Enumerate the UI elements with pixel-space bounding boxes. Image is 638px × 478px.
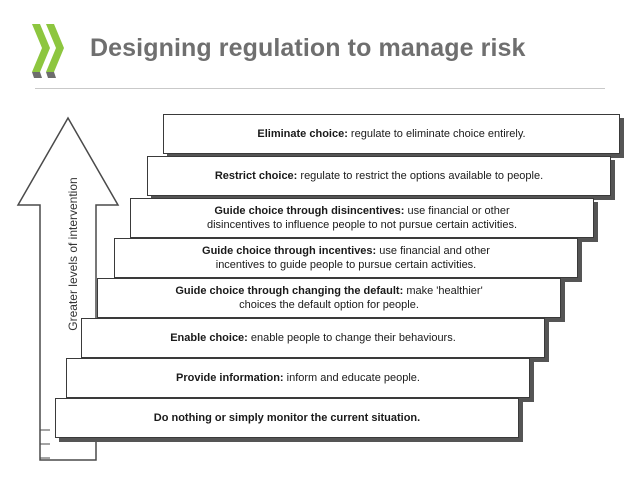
step-eliminate-choice: Eliminate choice: regulate to eliminate …	[163, 114, 620, 154]
title-divider	[35, 88, 605, 89]
oecd-logo-icon	[32, 24, 64, 78]
step-do-nothing: Do nothing or simply monitor the current…	[55, 398, 519, 438]
axis-label: Greater levels of intervention	[66, 177, 80, 331]
step-enable-choice: Enable choice: enable people to change t…	[81, 318, 545, 358]
page-title: Designing regulation to manage risk	[90, 34, 526, 62]
step-disincentives: Guide choice through disincentives: use …	[130, 198, 594, 238]
step-provide-information: Provide information: inform and educate …	[66, 358, 530, 398]
step-incentives: Guide choice through incentives: use fin…	[114, 238, 578, 278]
step-changing-default: Guide choice through changing the defaul…	[97, 278, 561, 318]
step-restrict-choice: Restrict choice: regulate to restrict th…	[147, 156, 611, 196]
